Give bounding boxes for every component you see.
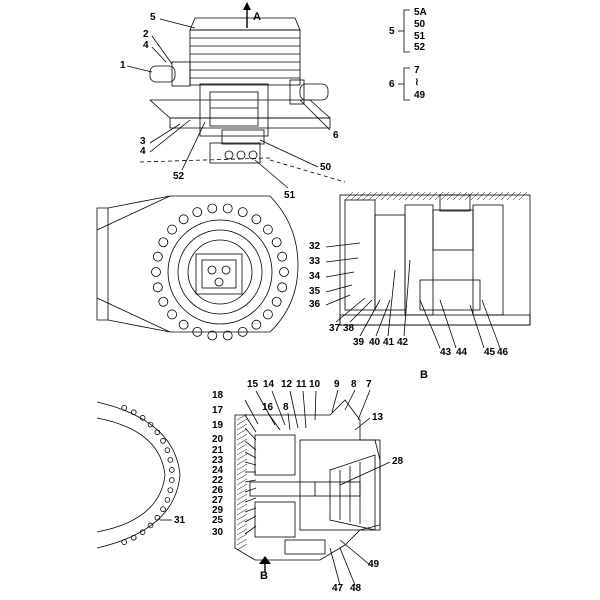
callout-12: 12	[281, 379, 293, 390]
callout-45: 45	[484, 347, 496, 358]
callout-27: 27	[212, 495, 224, 506]
callout-7: 7	[366, 379, 372, 390]
callout-40: 40	[369, 337, 381, 348]
callout-38: 38	[343, 323, 355, 334]
callout-24: 24	[212, 465, 224, 476]
callout-28: 28	[392, 456, 404, 467]
view-a-motor-assembly	[126, 2, 346, 189]
legend-group-5-item: 52	[414, 42, 426, 53]
bottom-ring-partial	[96, 401, 181, 549]
callout-42: 42	[397, 337, 409, 348]
legend-group-5-number: 5	[389, 26, 395, 37]
callout-18: 18	[212, 390, 224, 401]
callout-17: 17	[212, 405, 224, 416]
callout-20: 20	[212, 434, 224, 445]
legend-group-6-number: 6	[389, 79, 395, 90]
callout-8a: 8	[351, 379, 357, 390]
callout-8b: 8	[283, 402, 289, 413]
legend-braces	[398, 9, 410, 101]
section-arrow-marker: B	[260, 570, 268, 582]
legend-group-6-item: 7	[414, 65, 420, 76]
callout-2: 2	[143, 29, 149, 40]
legend-group-5-item: 51	[414, 31, 426, 42]
callout-9: 9	[334, 379, 340, 390]
view-b-marker: B	[420, 369, 428, 381]
callout-26: 26	[212, 485, 224, 496]
callout-16: 16	[262, 402, 274, 413]
callout-49: 49	[368, 559, 380, 570]
callout-21: 21	[212, 445, 224, 456]
callout-15: 15	[247, 379, 259, 390]
callout-52: 52	[173, 171, 185, 182]
callout-31: 31	[174, 515, 186, 526]
legend-group-5-item: 5A	[414, 7, 427, 18]
callout-6: 6	[333, 130, 339, 141]
callout-46: 46	[497, 347, 509, 358]
callout-25: 25	[212, 515, 224, 526]
callout-36: 36	[309, 299, 321, 310]
legend-group-6-item: 49	[414, 90, 426, 101]
callout-37: 37	[329, 323, 341, 334]
callout-32: 32	[309, 241, 321, 252]
callout-47: 47	[332, 583, 344, 594]
callout-4b: 4	[140, 146, 146, 157]
callout-11: 11	[296, 379, 307, 390]
callout-13: 13	[372, 412, 384, 423]
callout-3: 3	[140, 136, 146, 147]
callout-51: 51	[284, 190, 296, 201]
callout-34: 34	[309, 271, 321, 282]
legend-group-6-item: ≀	[415, 77, 419, 88]
legend-group-5-item: 50	[414, 19, 426, 30]
view-b-section	[325, 191, 531, 349]
callout-10: 10	[309, 379, 321, 390]
bottom-cross-section	[234, 389, 391, 586]
callout-30: 30	[212, 527, 224, 538]
callout-1: 1	[120, 60, 126, 71]
callout-44: 44	[456, 347, 468, 358]
callout-4a: 4	[143, 40, 149, 51]
callout-39: 39	[353, 337, 365, 348]
callout-50: 50	[320, 162, 332, 173]
callout-41: 41	[383, 337, 395, 348]
callout-43: 43	[440, 347, 452, 358]
callout-23: 23	[212, 455, 224, 466]
callout-35: 35	[309, 286, 321, 297]
view-a-marker: A	[253, 11, 261, 23]
view-b-ring-gear	[96, 195, 299, 341]
callout-33: 33	[309, 256, 321, 267]
callout-19: 19	[212, 420, 224, 431]
callout-14: 14	[263, 379, 275, 390]
callout-5: 5	[150, 12, 156, 23]
callout-22: 22	[212, 475, 224, 486]
callout-48: 48	[350, 583, 362, 594]
callout-29: 29	[212, 505, 224, 516]
